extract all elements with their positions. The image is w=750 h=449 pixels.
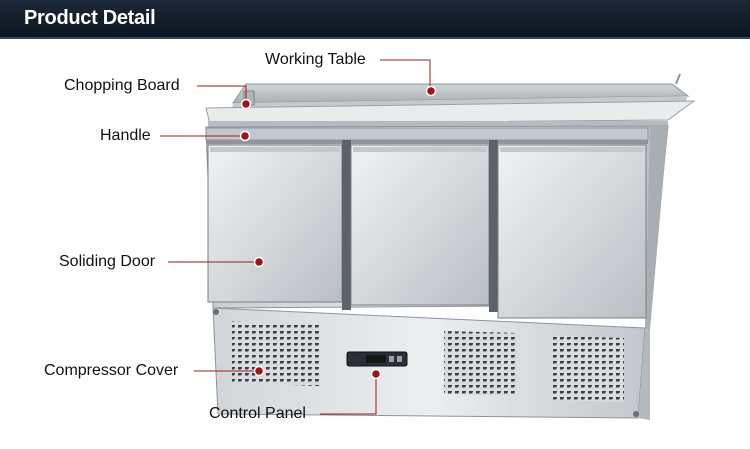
marker-dots — [239, 85, 437, 380]
handle-rail — [205, 127, 649, 144]
compressor-base — [212, 307, 650, 420]
control-panel-unit — [346, 351, 408, 367]
label-compressor-cover: Compressor Cover — [44, 362, 179, 379]
leader-chopping-board — [197, 85, 247, 101]
chopping-board — [205, 90, 696, 127]
dot-marker-icon — [239, 130, 251, 142]
label-handle: Handle — [100, 127, 151, 144]
vent-grille-3 — [552, 336, 624, 402]
vent-grille-2 — [444, 331, 516, 396]
working-table — [232, 73, 690, 108]
leader-lines — [160, 59, 431, 415]
dot-marker-icon — [253, 256, 265, 268]
leader-working-table — [380, 59, 431, 90]
label-control-panel: Control Panel — [209, 405, 306, 422]
dot-marker-icon — [240, 98, 252, 110]
vent-grille-1 — [232, 321, 320, 386]
label-working-table: Working Table — [265, 51, 366, 68]
leader-control-panel — [320, 374, 377, 415]
page-title: Product Detail — [24, 7, 156, 29]
sliding-doors — [207, 140, 647, 319]
label-sliding-door: Soliding Door — [59, 253, 156, 270]
label-chopping-board: Chopping Board — [64, 77, 180, 94]
dot-marker-icon — [425, 85, 437, 97]
dot-marker-icon — [253, 365, 265, 377]
dot-marker-icon — [370, 368, 382, 380]
page-header: Product Detail — [0, 0, 750, 39]
